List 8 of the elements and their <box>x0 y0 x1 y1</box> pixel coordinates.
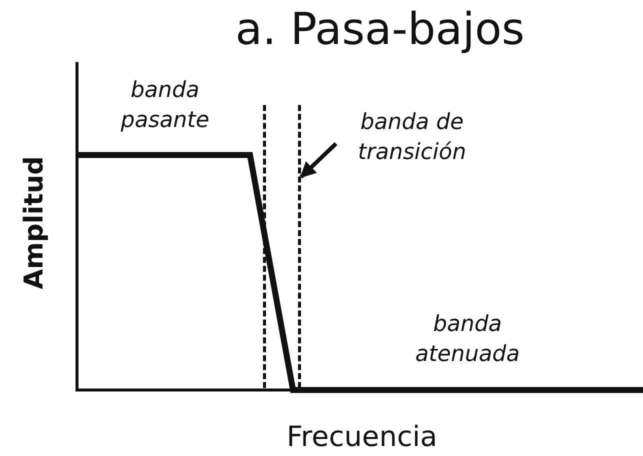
band-label: banda atenuada <box>414 311 521 369</box>
axis-title: Amplitud <box>20 159 50 290</box>
leader-arrow <box>300 142 338 178</box>
title: a. Pasa-bajos <box>234 6 526 54</box>
band-label: banda pasante <box>120 77 210 135</box>
transition-band-region <box>263 105 301 388</box>
annotation-text: banda de transición <box>336 108 488 168</box>
axis-title: Frecuencia <box>286 419 438 455</box>
